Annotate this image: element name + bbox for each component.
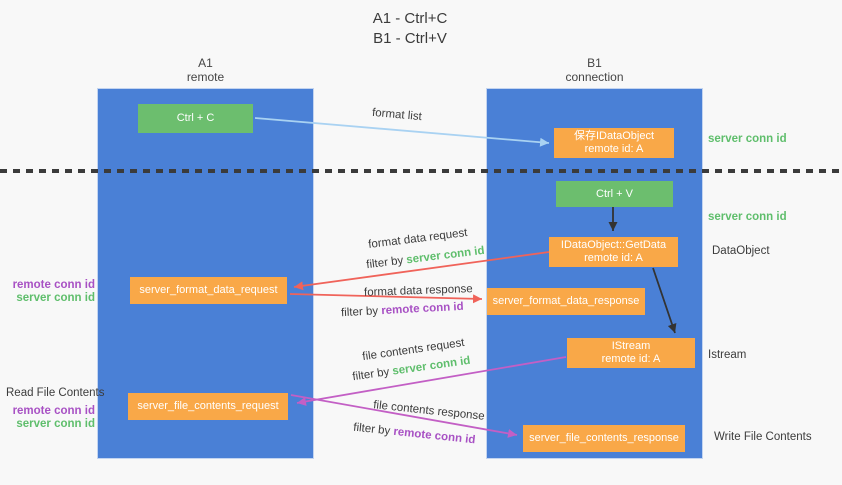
- server-format-data-request-node: server_format_data_request: [130, 277, 287, 304]
- format-data-response-filter-label: filter by remote conn id: [341, 301, 464, 319]
- server-conn-id-right-mid-label: server conn id: [708, 211, 787, 223]
- istream-line1: IStream: [611, 340, 651, 352]
- file-contents-response-arrow-label: file contents response: [372, 399, 486, 423]
- istream-node: IStream remote id: A: [567, 338, 695, 368]
- diagram-title: A1 - Ctrl+C B1 - Ctrl+V: [320, 9, 500, 49]
- ctrl-v-node: Ctrl + V: [556, 181, 673, 207]
- save-dataobject-node: 保存IDataObject remote id: A: [554, 128, 674, 158]
- ctrl-c-node: Ctrl + C: [138, 104, 253, 133]
- dataobject-label: DataObject: [712, 245, 770, 257]
- server-conn-id-text: server conn id: [391, 354, 472, 378]
- column-a1-name: A1: [198, 56, 213, 70]
- format-data-response-arrow-label: format data response: [363, 283, 473, 299]
- save-dataobject-line1: 保存IDataObject: [573, 130, 655, 142]
- section-divider-dotted-line: [0, 169, 842, 173]
- server-conn-id-left-top-label: server conn id: [16, 292, 95, 304]
- istream-side-label: Istream: [708, 349, 747, 361]
- title-line-2: B1 - Ctrl+V: [373, 30, 447, 47]
- remote-conn-id-left-top-label: remote conn id: [12, 279, 95, 291]
- server-file-contents-request-label: server_file_contents_request: [137, 400, 279, 412]
- column-header-a1: A1 remote: [97, 56, 314, 84]
- filter-by-text: filter by: [340, 305, 382, 320]
- filter-by-text: filter by: [365, 254, 408, 272]
- write-file-contents-label: Write File Contents: [714, 431, 812, 443]
- format-data-request-arrow-label: format data request: [367, 226, 469, 252]
- remote-conn-id-text: remote conn id: [380, 300, 464, 318]
- ctrl-c-label: Ctrl + C: [176, 112, 215, 124]
- remote-conn-id-text: remote conn id: [392, 425, 476, 447]
- server-file-contents-request-node: server_file_contents_request: [128, 393, 288, 420]
- istream-line2: remote id: A: [601, 353, 661, 365]
- save-dataobject-line2: remote id: A: [584, 143, 644, 155]
- column-b1-subtitle: connection: [565, 70, 624, 84]
- column-header-b1: B1 connection: [486, 56, 703, 84]
- ctrl-v-label: Ctrl + V: [596, 187, 633, 200]
- server-conn-id-left-bottom-label: server conn id: [16, 418, 95, 430]
- file-contents-response-filter-label: filter by remote conn id: [353, 422, 476, 447]
- server-format-data-response-node: server_format_data_response: [487, 288, 645, 315]
- column-a1-subtitle: remote: [186, 70, 225, 84]
- getdata-line1: IDataObject::GetData: [560, 239, 667, 251]
- format-list-arrow-label: format list: [371, 106, 423, 124]
- server-format-data-request-label: server_format_data_request: [139, 284, 278, 296]
- read-file-contents-label: Read File Contents: [6, 387, 105, 399]
- filter-by-text: filter by: [351, 365, 394, 384]
- getdata-node: IDataObject::GetData remote id: A: [549, 237, 678, 267]
- server-conn-id-right-top-label: server conn id: [708, 133, 787, 145]
- remote-conn-id-left-bottom-label: remote conn id: [12, 405, 95, 417]
- getdata-line2: remote id: A: [584, 252, 643, 264]
- server-file-contents-response-node: server_file_contents_response: [523, 425, 685, 452]
- title-line-1: A1 - Ctrl+C: [372, 10, 448, 27]
- column-b1-name: B1: [587, 56, 602, 70]
- filter-by-text: filter by: [352, 421, 395, 438]
- server-file-contents-response-label: server_file_contents_response: [529, 432, 679, 444]
- server-conn-id-text: server conn id: [405, 244, 486, 267]
- server-format-data-response-label: server_format_data_response: [492, 295, 640, 307]
